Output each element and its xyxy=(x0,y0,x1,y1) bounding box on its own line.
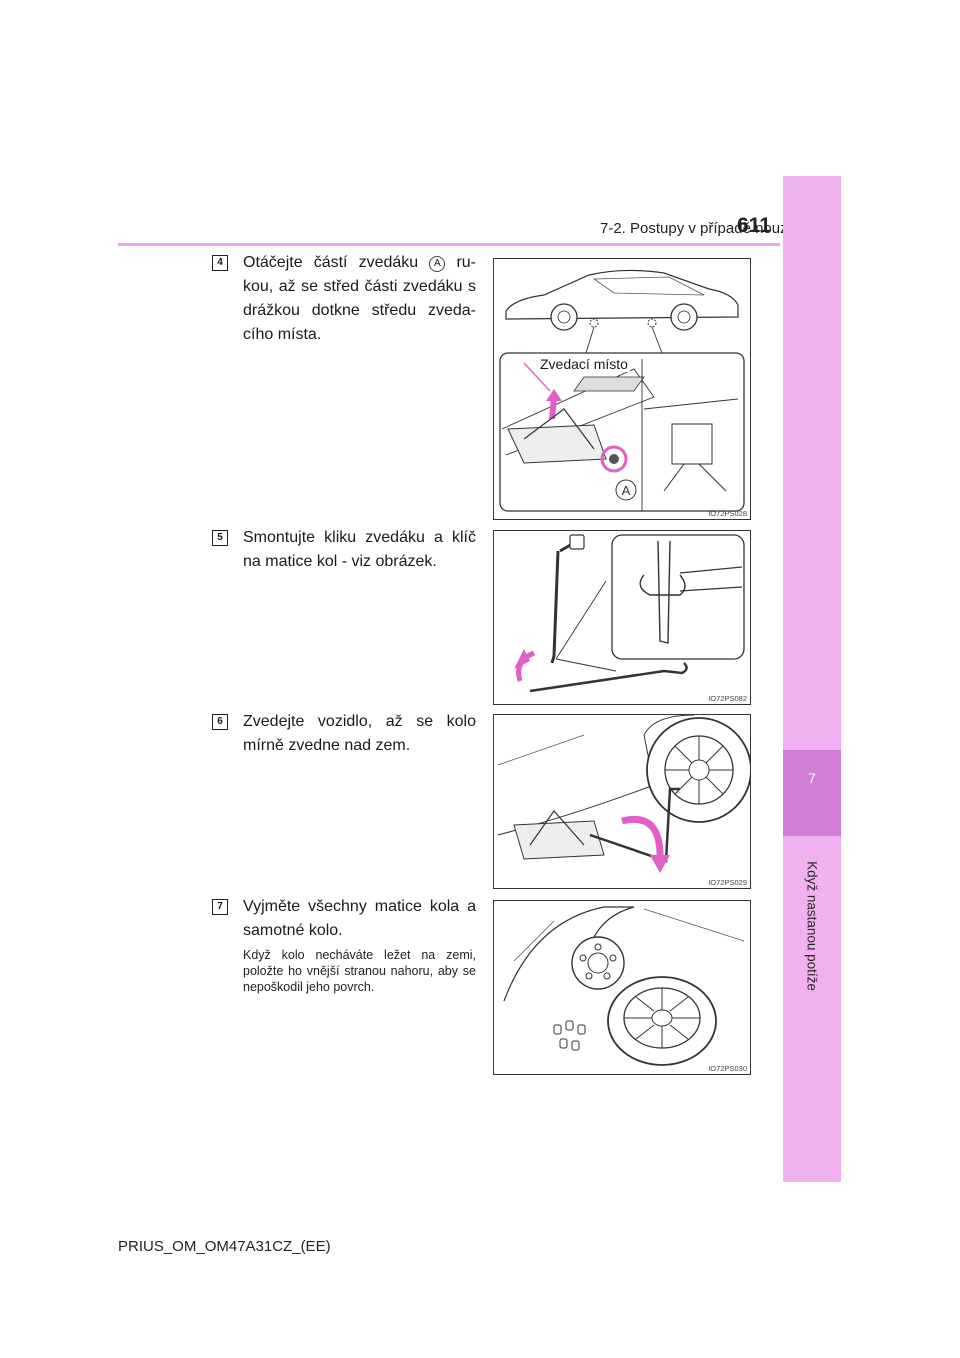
figure-code: IO72PS029 xyxy=(708,878,747,887)
step-number-5: 5 xyxy=(212,530,228,546)
figure-callout-jack-point: Zvedací místo xyxy=(538,356,630,372)
section-title: 7-2. Postupy v případě nouze xyxy=(600,220,796,237)
step-number-6: 6 xyxy=(212,714,228,730)
figure-lift-vehicle: IO72PS029 xyxy=(493,714,751,889)
step-text-6: Zvedejte vozidlo, až se kolo mírně zvedn… xyxy=(243,713,476,754)
step-4-text-after: ru-kou, až se střed části zvedáku s dráž… xyxy=(243,254,477,343)
step-number-4: 4 xyxy=(212,255,228,271)
marker-a-icon: A xyxy=(429,256,446,272)
step-number-7: 7 xyxy=(212,899,228,915)
figure-code: IO72PS030 xyxy=(708,1064,747,1073)
figure-jack-handle-assembly: IO72PS082 xyxy=(493,530,751,705)
chapter-side-tab-active xyxy=(783,750,841,836)
figure-code: IO72PS028 xyxy=(708,509,747,518)
figure-marker-a: A xyxy=(622,483,631,498)
step-text-7: Vyjměte všechny matice kola a samotné ko… xyxy=(243,898,476,939)
step-7-note: Když kolo necháváte ležet na zemi, polož… xyxy=(243,948,476,994)
figure-remove-wheel: IO72PS030 xyxy=(493,900,751,1075)
step-text-4: Otáčejte částí zvedáku A ru-kou, až se s… xyxy=(243,251,476,347)
header-divider xyxy=(118,243,780,246)
figure-jack-position: A Zvedací místo IO72PS028 xyxy=(493,258,751,520)
chapter-number: 7 xyxy=(808,770,816,786)
chapter-title: Když nastanou potíže xyxy=(804,861,820,991)
page-number: 611 xyxy=(737,214,771,237)
figure-code: IO72PS082 xyxy=(708,694,747,703)
document-id: PRIUS_OM_OM47A31CZ_(EE) xyxy=(118,1238,331,1255)
chapter-side-tab xyxy=(783,176,841,1182)
step-4-text-before: Otáčejte částí zvedáku xyxy=(243,254,419,271)
step-text-5: Smontujte kliku zvedáku a klíč na matice… xyxy=(243,529,476,570)
